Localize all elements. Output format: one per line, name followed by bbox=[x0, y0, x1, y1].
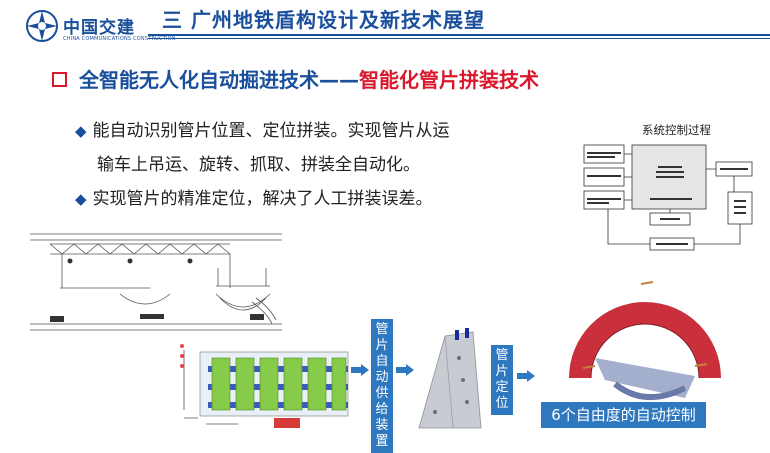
control-flow-diagram bbox=[583, 144, 753, 251]
section-title: 全智能无人化自动掘进技术——智能化管片拼装技术 bbox=[79, 64, 539, 93]
control-diagram-title: 系统控制过程 bbox=[642, 123, 711, 137]
tunnel-segment-image bbox=[418, 328, 482, 429]
logo-cn-text: 中国交建 bbox=[63, 18, 135, 38]
dof-control-label: 6个自由度的自动控制 bbox=[541, 402, 706, 428]
arrow-right-icon bbox=[396, 364, 414, 376]
bullet-item-1: ◆能自动识别管片位置、定位拼装。实现管片从运 bbox=[75, 121, 450, 141]
segment-positioning-label: 管片定位 bbox=[491, 345, 513, 415]
segment-bay-diagram bbox=[180, 344, 349, 428]
arrow-right-icon bbox=[351, 364, 369, 376]
bullet-item-2: ◆实现管片的精准定位，解决了人工拼装误差。 bbox=[75, 189, 433, 209]
segment-supply-label: 管片自动供给装置 bbox=[371, 319, 393, 453]
section-title-highlight: 智能化管片拼装技术 bbox=[359, 68, 539, 92]
bullet-item-1-cont: 输车上吊运、旋转、抓取、拼装全自动化。 bbox=[97, 155, 420, 175]
company-logo-icon bbox=[26, 10, 58, 42]
header-divider bbox=[148, 34, 770, 36]
section-title-main: 全智能无人化自动掘进技术—— bbox=[79, 68, 359, 92]
page-title: 三 广州地铁盾构设计及新技术展望 bbox=[162, 8, 485, 32]
diamond-bullet-icon: ◆ bbox=[75, 190, 87, 208]
header-divider-thin bbox=[148, 38, 770, 39]
logo-en-text: CHINA COMMUNICATIONS CONSTRUCTION bbox=[63, 36, 176, 42]
segment-erector-image bbox=[569, 281, 721, 401]
section-marker-icon bbox=[52, 72, 67, 87]
arrow-right-icon bbox=[517, 370, 535, 382]
diamond-bullet-icon: ◆ bbox=[75, 122, 87, 140]
erector-machine-sketch bbox=[30, 233, 282, 331]
